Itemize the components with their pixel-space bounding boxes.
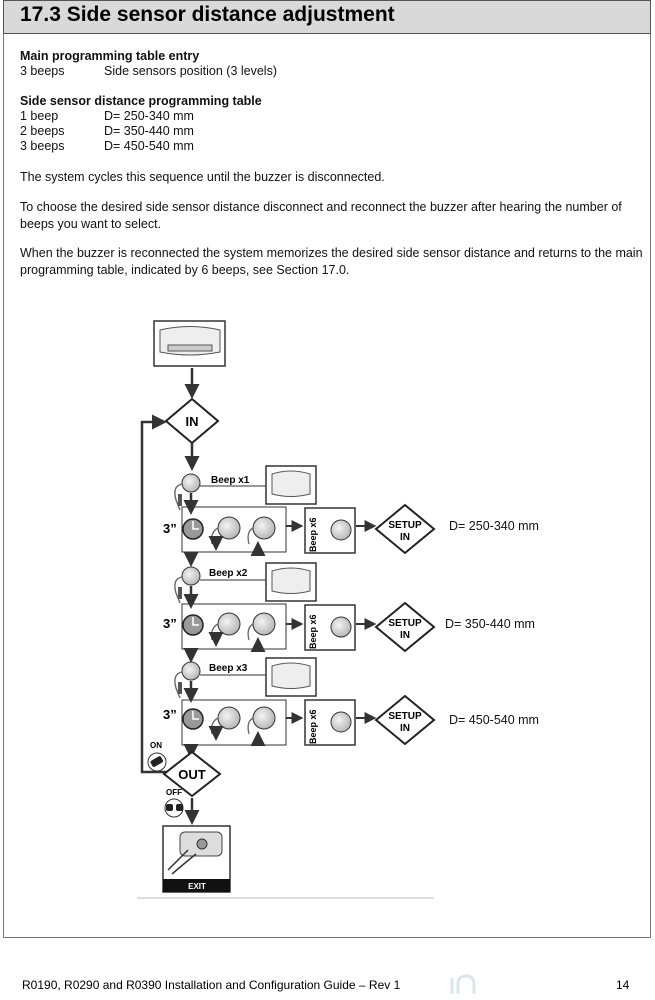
step-3 — [174, 657, 436, 759]
loop-line — [140, 414, 168, 774]
in-label: IN — [186, 414, 199, 429]
flow-diagram: IN Beep x1 3” Beep x6 SETUP IN — [137, 320, 436, 899]
table-row-value: D= 250-340 mm — [104, 109, 194, 123]
page-title: 17.3 Side sensor distance adjustment — [20, 3, 395, 26]
connector-off-icon — [164, 798, 184, 818]
paragraph-cycle: The system cycles this sequence until th… — [20, 170, 385, 184]
distance-label-2: D= 350-440 mm — [445, 617, 535, 631]
off-label: OFF — [166, 788, 182, 797]
table-row-beeps: 2 beeps — [20, 124, 65, 138]
step-2 — [174, 562, 436, 663]
exit-label: EXIT — [188, 882, 206, 891]
distance-label-1: D= 250-340 mm — [449, 519, 539, 533]
entry-beeps: 3 beeps — [20, 64, 65, 78]
vehicle-bumper-icon — [153, 320, 226, 367]
step-1 — [174, 465, 436, 567]
beep-x6-label: Beep x6 — [308, 709, 318, 744]
entry-heading: Main programming table entry — [20, 49, 200, 63]
footer-text: R0190, R0290 and R0390 Installation and … — [22, 978, 401, 992]
beep-x2-label: Beep x2 — [209, 568, 248, 579]
setup-label: SETUP — [388, 520, 422, 531]
title-bar: 17.3 Side sensor distance adjustment — [3, 0, 651, 34]
exit-box — [162, 825, 231, 893]
time-label: 3” — [163, 616, 177, 631]
table-row-value: D= 450-540 mm — [104, 139, 194, 153]
table-row-beeps: 1 beep — [20, 109, 59, 123]
beep-x6-label: Beep x6 — [308, 614, 318, 649]
entry-description: Side sensors position (3 levels) — [104, 64, 277, 78]
table-row-beeps: 3 beeps — [20, 139, 65, 153]
distance-table-heading: Side sensor distance programming table — [20, 94, 262, 108]
out-diamond — [162, 750, 222, 798]
on-label: ON — [150, 741, 162, 750]
page-number: 14 — [616, 978, 630, 992]
paragraph-reconnect: When the buzzer is reconnected the syste… — [20, 246, 643, 277]
paragraph-choose: To choose the desired side sensor distan… — [20, 200, 622, 231]
logo-icon — [450, 974, 476, 994]
time-label: 3” — [163, 521, 177, 536]
connector-on-icon — [147, 752, 167, 772]
beep-x3-label: Beep x3 — [209, 663, 248, 674]
setup-label: SETUP — [388, 711, 422, 722]
beep-x6-label: Beep x6 — [308, 517, 318, 552]
beep-x1-label: Beep x1 — [211, 475, 250, 486]
setup-in-label: IN — [400, 532, 410, 543]
setup-in-label: IN — [400, 723, 410, 734]
time-label: 3” — [163, 707, 177, 722]
setup-in-label: IN — [400, 630, 410, 641]
out-label: OUT — [178, 767, 206, 782]
distance-label-3: D= 450-540 mm — [449, 713, 539, 727]
table-row-value: D= 350-440 mm — [104, 124, 194, 138]
setup-label: SETUP — [388, 618, 422, 629]
